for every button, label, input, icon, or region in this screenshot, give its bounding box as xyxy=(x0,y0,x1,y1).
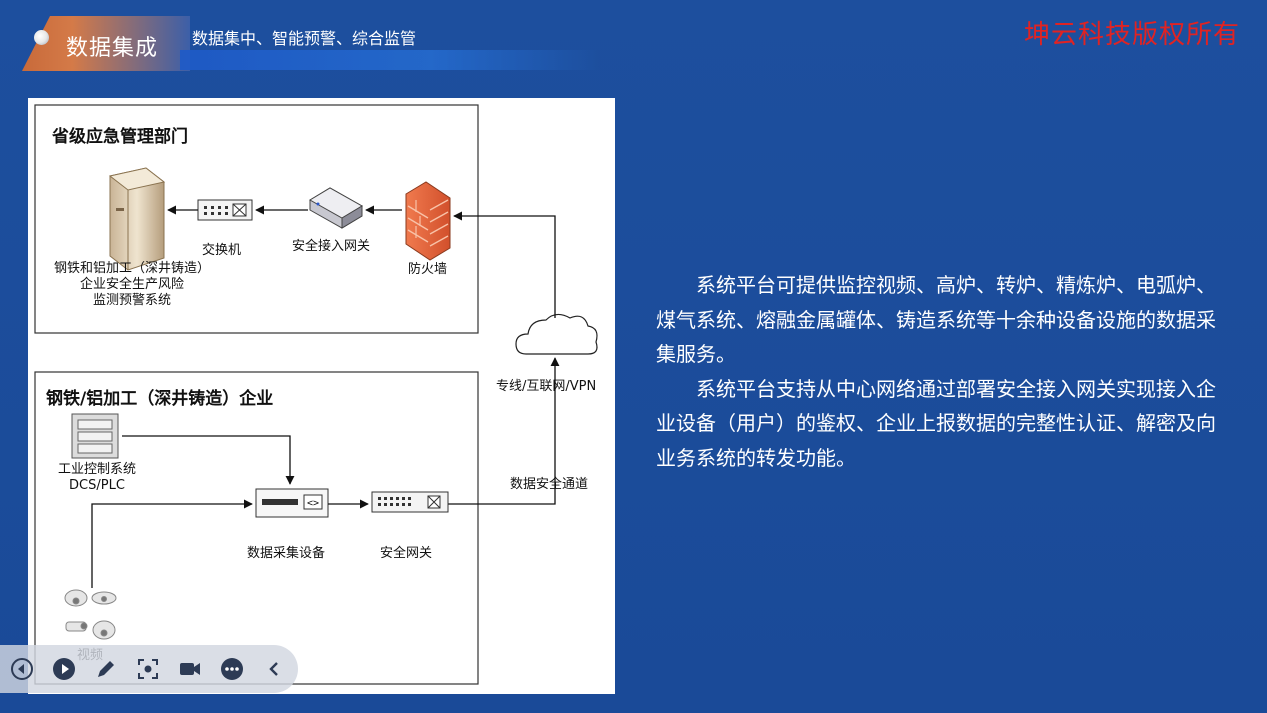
province-box xyxy=(34,104,479,334)
collapse-icon[interactable] xyxy=(262,657,286,681)
ics-label-line: 工业控制系统 xyxy=(57,462,136,477)
cloud-icon xyxy=(515,313,598,355)
ics-icon xyxy=(71,413,119,459)
description-paragraph: 系统平台可提供监控视频、高炉、转炉、精炼炉、电弧炉、煤气系统、熔融金属罐体、铸造… xyxy=(656,273,1216,366)
firewall-icon xyxy=(405,181,451,261)
network-label: 专线/互联网/VPN xyxy=(496,379,597,394)
ics-label-line: DCS/PLC xyxy=(69,478,125,493)
server-label-line: 钢铁和铝加工（深井铸造） xyxy=(53,261,210,276)
enterprise-title: 钢铁/铝加工（深井铸造）企业 xyxy=(46,389,274,409)
province-title: 省级应急管理部门 xyxy=(52,127,188,147)
presentation-toolbar xyxy=(0,645,298,693)
description-paragraph: 系统平台支持从中心网络通过部署安全接入网关实现接入企业设备（用户）的鉴权、企业上… xyxy=(656,376,1216,470)
header-bar xyxy=(180,50,600,70)
svg-text:<>: <> xyxy=(307,498,319,509)
pen-icon[interactable] xyxy=(94,657,118,681)
switch-icon xyxy=(197,199,253,221)
access-gateway-label: 安全接入网关 xyxy=(292,239,371,254)
ics-label: 工业控制系统 DCS/PLC xyxy=(42,462,152,494)
server-icon xyxy=(108,167,166,271)
switch-label: 交换机 xyxy=(202,243,242,258)
diagram-graphics: <> xyxy=(34,104,598,685)
camera-icon[interactable] xyxy=(178,657,202,681)
collector-icon: <> xyxy=(255,488,329,518)
security-gateway-icon xyxy=(371,491,449,513)
back-icon[interactable] xyxy=(10,657,34,681)
copyright-watermark: 坤云科技版权所有 xyxy=(1024,20,1241,50)
server-label: 钢铁和铝加工（深井铸造） 企业安全生产风险 监测预警系统 xyxy=(42,261,222,309)
page-title: 数据集成 xyxy=(66,36,159,61)
security-gateway-label: 安全网关 xyxy=(380,546,433,561)
bullet-icon xyxy=(34,30,49,45)
page-subtitle: 数据集中、智能预警、综合监管 xyxy=(192,29,417,48)
screenshot-icon[interactable] xyxy=(136,657,160,681)
network-diagram: <> 省级应急管理部门 钢铁和铝加工（深井铸造） 企业安全生产 xyxy=(28,98,615,694)
play-icon[interactable] xyxy=(52,657,76,681)
firewall-label: 防火墙 xyxy=(408,262,448,277)
channel-label: 数据安全通道 xyxy=(510,477,589,492)
collector-label: 数据采集设备 xyxy=(247,546,326,561)
description-text: 系统平台可提供监控视频、高炉、转炉、精炼炉、电弧炉、煤气系统、熔融金属罐体、铸造… xyxy=(656,268,1226,475)
server-label-line: 监测预警系统 xyxy=(92,293,171,308)
more-icon[interactable] xyxy=(220,657,244,681)
server-label-line: 企业安全生产风险 xyxy=(79,277,184,292)
camera-icons xyxy=(64,589,117,640)
header-tab xyxy=(22,16,190,71)
access-gateway-icon xyxy=(309,187,363,229)
